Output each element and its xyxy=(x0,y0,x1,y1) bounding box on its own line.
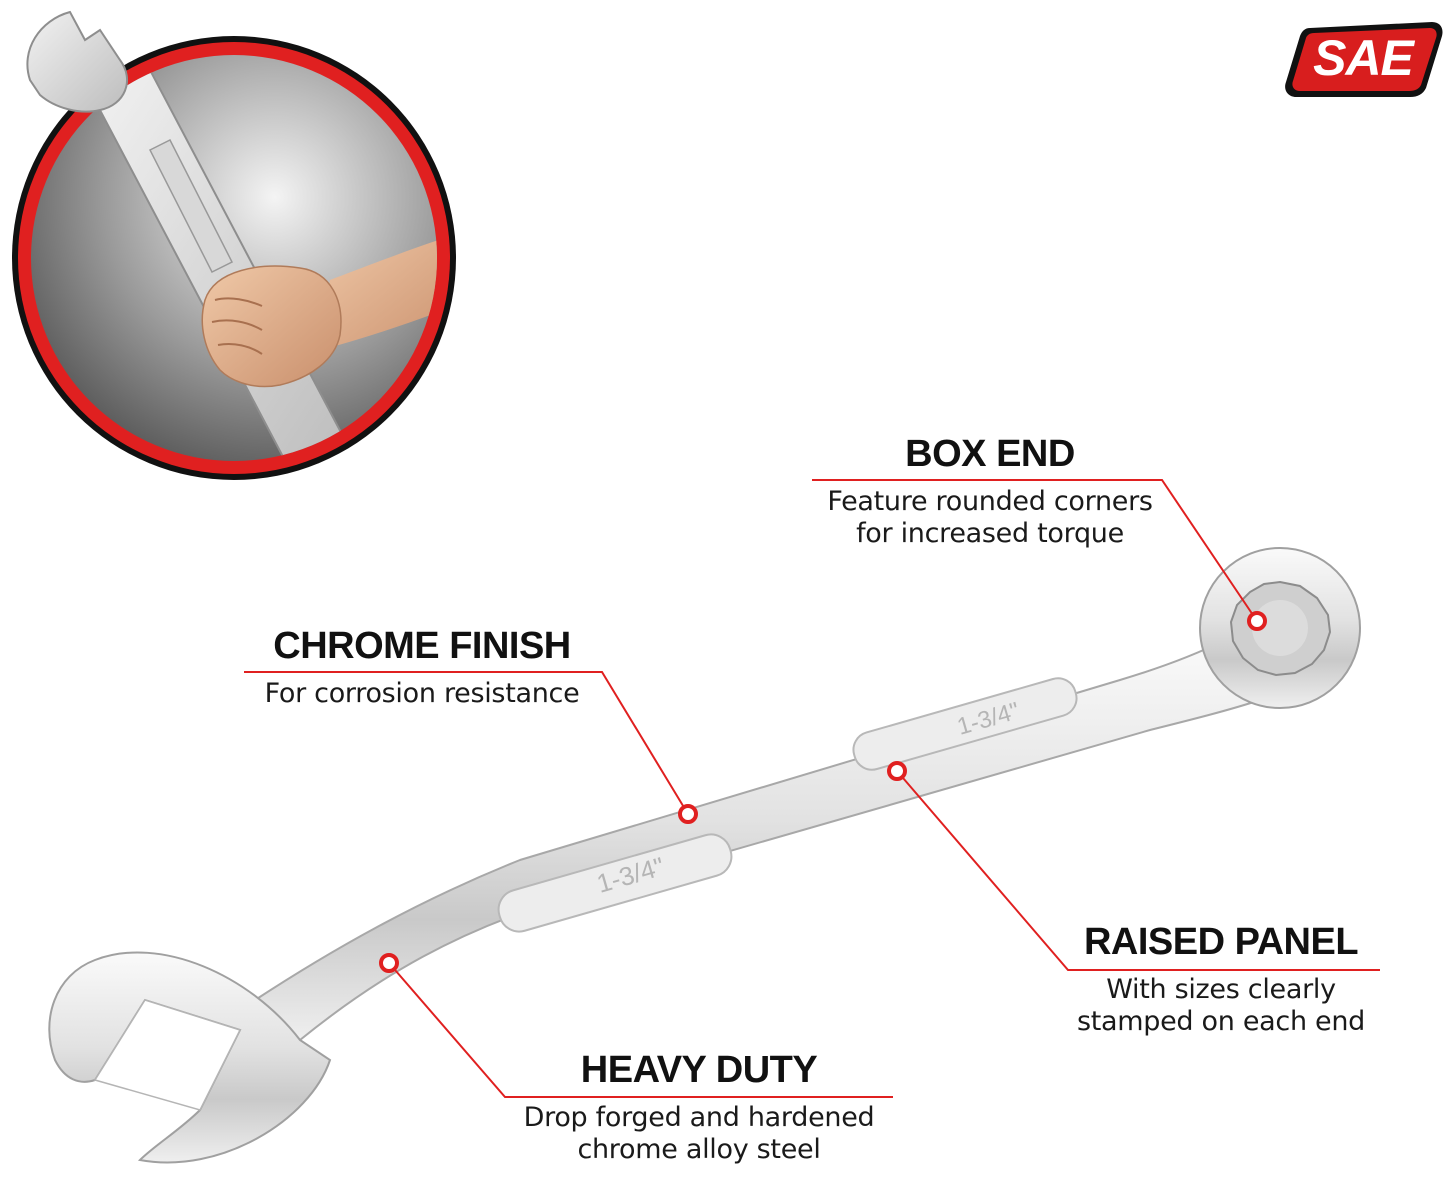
leader-heavy-duty xyxy=(388,962,893,1098)
raised-panel-upper xyxy=(852,677,1078,771)
combination-wrench: 1-3/4" 1-3/4" xyxy=(48,547,1361,1164)
raised-panel-desc-line1: With sizes clearly xyxy=(1106,974,1336,1005)
raised-panel-desc-line2: stamped on each end xyxy=(1076,1006,1366,1037)
dot-chrome-finish xyxy=(678,804,698,824)
leader-chrome-finish xyxy=(244,671,689,815)
leader-raised-panel xyxy=(896,770,1380,971)
callout-raised-panel: RAISED PANEL With sizes clearly stamped … xyxy=(1062,920,1380,1038)
dot-box-end xyxy=(1247,611,1267,631)
heavy-duty-title: HEAVY DUTY xyxy=(580,1049,818,1091)
open-end-jaw xyxy=(93,999,242,1111)
open-end-head xyxy=(48,951,332,1164)
raised-panel-title: RAISED PANEL xyxy=(1083,921,1359,963)
leader-box-end xyxy=(812,479,1258,622)
box-end-title: BOX END xyxy=(905,433,1075,475)
dot-raised-panel xyxy=(887,761,907,781)
dot-heavy-duty xyxy=(379,953,399,973)
arm-shape xyxy=(320,230,437,350)
chrome-finish-desc: For corrosion resistance xyxy=(264,678,580,709)
callout-dots xyxy=(379,611,1267,973)
inset-wrench-head xyxy=(26,10,129,113)
callout-heavy-duty: HEAVY DUTY Drop forged and hardened chro… xyxy=(505,1048,893,1166)
hand-shape xyxy=(201,265,342,388)
callout-chrome-finish: CHROME FINISH For corrosion resistance xyxy=(244,624,600,710)
box-end-desc-line1: Feature rounded corners xyxy=(827,486,1153,517)
heavy-duty-desc-line1: Drop forged and hardened xyxy=(523,1102,875,1133)
callout-lines xyxy=(244,479,1380,1098)
sae-label: SAE xyxy=(1313,30,1414,86)
sae-badge: SAE xyxy=(1288,20,1438,96)
heavy-duty-desc-line2: chrome alloy steel xyxy=(577,1134,821,1165)
box-end-desc-line2: for increased torque xyxy=(856,518,1124,549)
callout-box-end: BOX END Feature rounded corners for incr… xyxy=(812,432,1168,550)
usage-inset xyxy=(12,10,456,480)
chrome-finish-title: CHROME FINISH xyxy=(273,625,571,667)
raised-panel-lower xyxy=(497,833,733,933)
sae-badge-shape xyxy=(1285,22,1443,97)
